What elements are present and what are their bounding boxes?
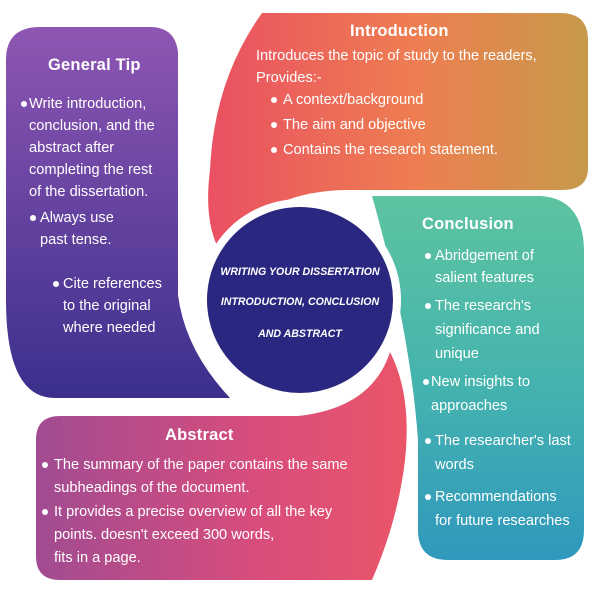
abstract-bullet-2-line-1: It provides a precise overview of all th…	[54, 504, 333, 520]
general-tip-bullet-2-line-1: Always use	[40, 210, 114, 226]
general-tip-bullet-1-line-4: completing the rest	[29, 162, 153, 178]
general-tip-bullet-1-line-1: Write introduction,	[29, 96, 147, 112]
introduction-text-line-2: Provides:-	[256, 70, 322, 86]
conclusion-bullet-2-line-3: unique	[435, 346, 479, 362]
center-circle	[207, 207, 393, 393]
abstract-title: Abstract	[165, 426, 234, 444]
conclusion-bullet-5-line-2: for future researches	[435, 513, 570, 529]
conclusion-panel	[372, 196, 584, 560]
general-tip-bullet-1-line-5: of the dissertation.	[29, 184, 149, 200]
introduction-bullet-1: A context/background	[283, 92, 424, 108]
abstract-bullet-1-line-2: subheadings of the document.	[54, 480, 250, 496]
conclusion-bullet-5-line-1: Recommendations	[435, 489, 557, 505]
conclusion-bullet-2-line-2: significance and	[435, 322, 540, 338]
conclusion-bullet-2-line-1: The research's	[435, 298, 532, 314]
introduction-bullet-dot	[271, 122, 277, 128]
abstract-bullet-2-line-2: points. doesn't exceed 300 words,	[54, 527, 275, 543]
general-tip-bullet-3-line-1: Cite references	[63, 276, 162, 292]
abstract-bullet-2-line-3: fits in a page.	[54, 550, 141, 566]
abstract-bullet-dot	[42, 462, 48, 468]
conclusion-bullet-3-line-2: approaches	[431, 398, 508, 414]
general-tip-bullet-3-line-2: to the original	[63, 298, 151, 314]
introduction-title: Introduction	[350, 22, 449, 40]
conclusion-bullet-dot	[425, 494, 431, 500]
general-tip-bullet-dot	[30, 215, 36, 221]
conclusion-bullet-dot	[425, 438, 431, 444]
general-tip-panel	[6, 27, 230, 398]
conclusion-bullet-4-line-2: words	[435, 457, 474, 473]
conclusion-bullet-1-line-1: Abridgement of	[435, 248, 534, 264]
center-title-line-3: AND ABSTRACT	[258, 328, 342, 340]
general-tip-bullet-1-line-3: abstract after	[29, 140, 115, 156]
general-tip-bullet-dot	[21, 101, 27, 107]
abstract-panel	[36, 352, 407, 580]
center-title-line-1: WRITING YOUR DISSERTATION	[220, 266, 380, 278]
general-tip-bullet-2-line-2: past tense.	[40, 232, 112, 248]
introduction-bullet-dot	[271, 147, 277, 153]
general-tip-title: General Tip	[48, 56, 141, 74]
introduction-bullet-2: The aim and objective	[283, 117, 426, 133]
conclusion-bullet-1-line-2: salient features	[435, 270, 534, 286]
conclusion-title: Conclusion	[422, 215, 514, 233]
center-title-line-2: INTRODUCTION, CONCLUSION	[220, 296, 380, 308]
conclusion-bullet-4-line-1: The researcher's last	[435, 433, 571, 449]
conclusion-bullet-dot	[423, 379, 429, 385]
general-tip-bullet-3-line-3: where needed	[63, 320, 156, 336]
conclusion-bullet-dot	[425, 303, 431, 309]
introduction-bullet-dot	[271, 97, 277, 103]
general-tip-bullet-1-line-2: conclusion, and the	[29, 118, 155, 134]
conclusion-bullet-3-line-1: New insights to	[431, 374, 530, 390]
introduction-text-line-1: Introduces the topic of study to the rea…	[256, 48, 537, 64]
conclusion-bullet-dot	[425, 253, 431, 259]
general-tip-bullet-dot	[53, 281, 59, 287]
introduction-panel	[208, 13, 588, 255]
abstract-bullet-dot	[42, 509, 48, 515]
abstract-bullet-1-line-1: The summary of the paper contains the sa…	[54, 457, 348, 473]
introduction-bullet-3: Contains the research statement.	[283, 142, 498, 158]
